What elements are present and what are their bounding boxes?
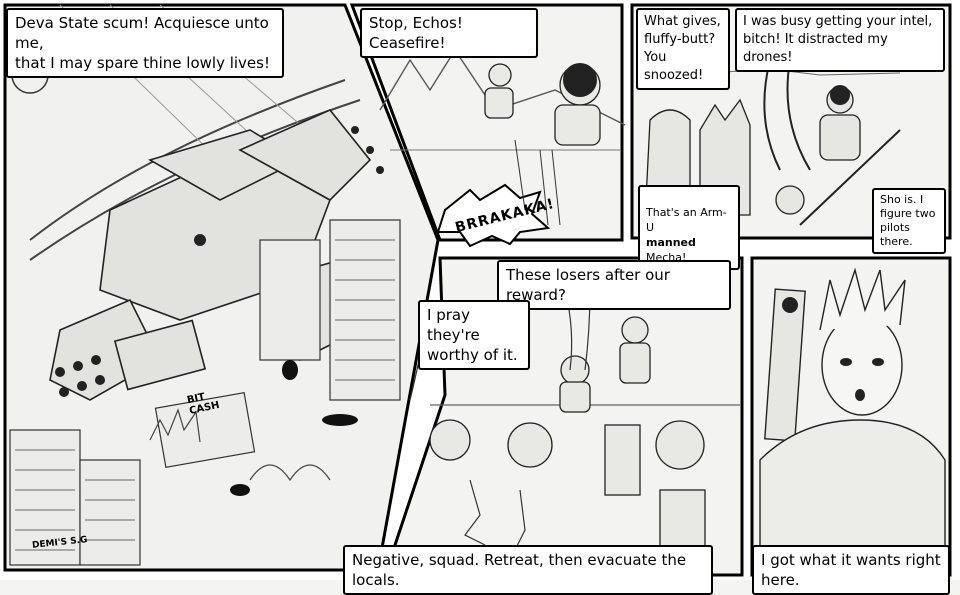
arm-u-text: That's an Arm-U (646, 206, 727, 234)
speech-balloon-right-here: I got what it wants right here. (752, 545, 950, 595)
panel-1-mech-city (3, 3, 440, 572)
speech-balloon-losers: These losers after our reward? (497, 260, 731, 310)
speech-balloon-what-gives: What gives, fluffy-butt? You snoozed! (636, 8, 730, 90)
sfx-starburst (436, 183, 551, 248)
speech-balloon-ceasefire: Stop, Echos! Ceasefire! (360, 8, 538, 58)
comic-art (0, 0, 960, 580)
speech-balloon-pray: I pray they're worthy of it. (418, 300, 530, 370)
panel-2-ceasefire (349, 3, 626, 248)
panel-5-closeup (750, 256, 952, 577)
manned-text: manned (646, 236, 696, 249)
speech-balloon-arm-u: That's an Arm-U manned Mecha! (638, 185, 740, 270)
dark-hair (563, 63, 597, 97)
speech-balloon-retreat: Negative, squad. Retreat, then evacuate … (343, 545, 713, 595)
speech-balloon-intel: I was busy getting your intel, bitch! It… (735, 8, 945, 72)
speech-balloon-demand: Deva State scum! Acquiesce unto me, that… (6, 8, 284, 78)
speech-balloon-two-pilots: Sho is. I figure two pilots there. (872, 188, 946, 254)
dark-hair (830, 85, 850, 105)
